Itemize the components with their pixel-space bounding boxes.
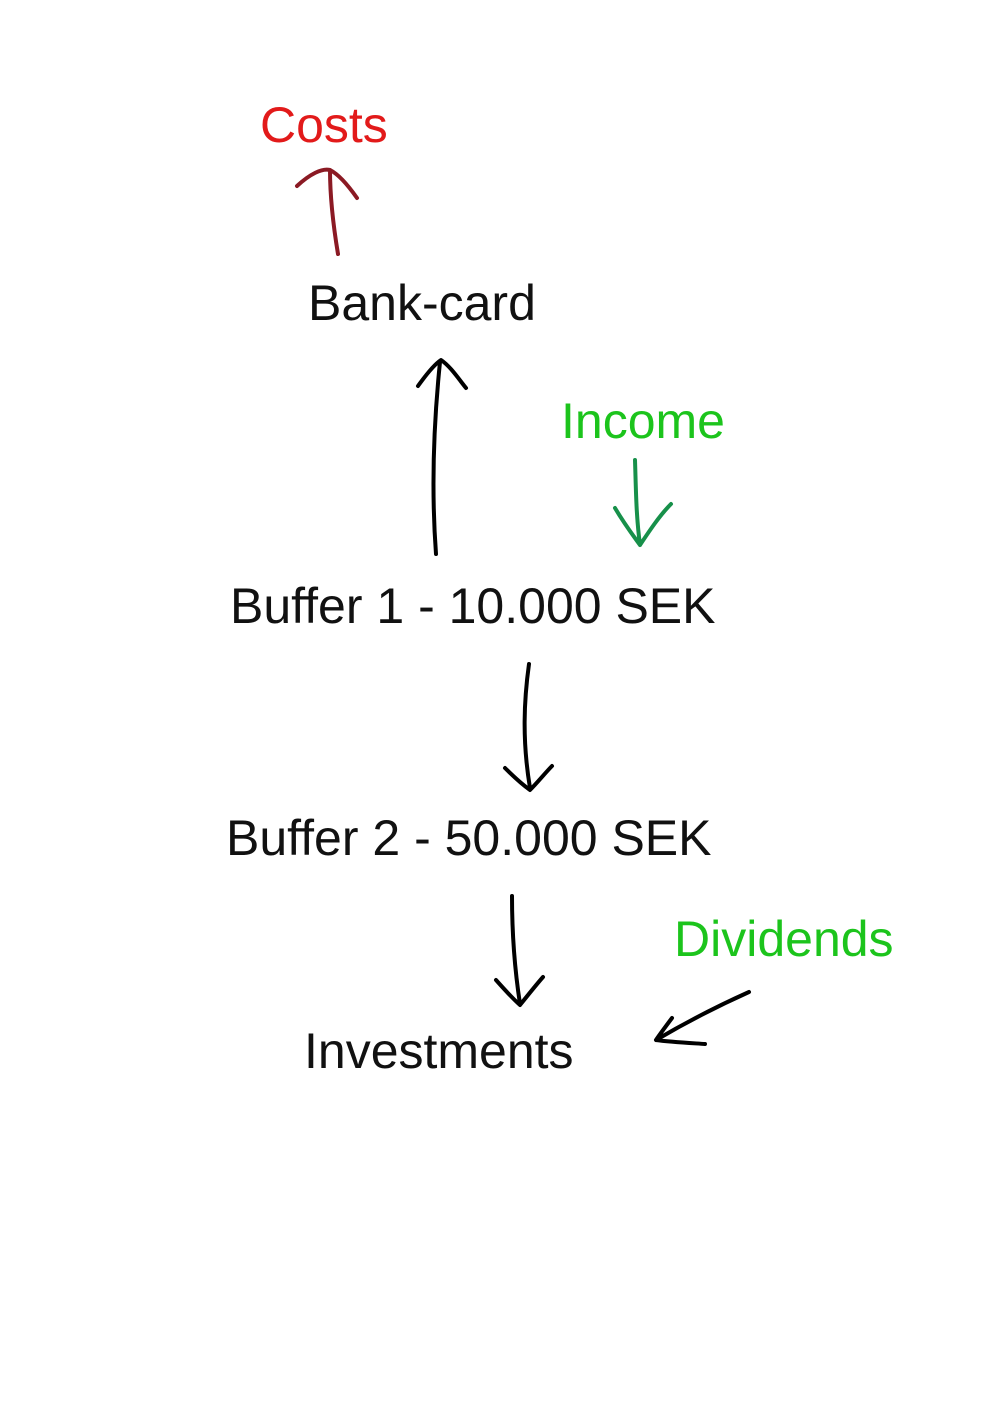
dividends-label: Dividends [674,911,894,967]
bank-card-label: Bank-card [308,275,536,331]
income-label: Income [561,393,725,449]
costs-arrow [295,167,359,256]
costs-label: Costs [260,97,388,153]
bank-card-arrow [416,358,468,556]
investments-label: Investments [304,1023,574,1079]
dividends-arrow [654,990,751,1046]
buffer2-label: Buffer 2 - 50.000 SEK [226,810,712,866]
income-arrow [613,458,673,547]
buffer2-to-investments-arrow [494,894,545,1007]
buffer1-to-buffer2-arrow [503,662,554,792]
buffer1-label: Buffer 1 - 10.000 SEK [230,578,716,634]
